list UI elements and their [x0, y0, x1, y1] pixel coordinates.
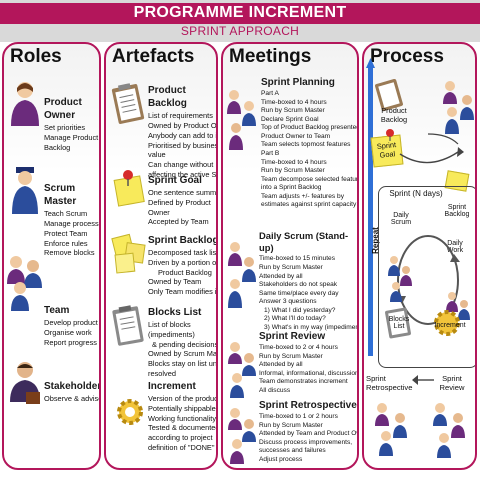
role-heading: Team: [44, 305, 70, 316]
role-team: Team Develop product Organise work Repor…: [44, 304, 99, 347]
artefact-increment: Increment Version of the product Potenti…: [148, 380, 216, 453]
retrospective-group-icon: [228, 408, 256, 464]
process-product-backlog: Product Backlog: [380, 106, 408, 124]
process-planning-people-icon: [443, 81, 474, 134]
banner-stripe: [0, 3, 480, 24]
artefacts-column: Artefacts Product Backlog List of requir…: [104, 42, 218, 470]
meeting-sprint-review: Sprint Review Time-boxed to 2 or 4 hours…: [259, 330, 357, 395]
repeat-arrow-icon: [366, 58, 375, 356]
review-group-icon: [228, 342, 256, 398]
artefact-heading: Product Backlog: [148, 85, 187, 110]
artefacts-title: Artefacts: [112, 46, 195, 67]
meeting-heading: Sprint Review: [259, 331, 326, 342]
header-banner: PROGRAMME INCREMENT SPRINT APPROACH: [0, 0, 480, 42]
role-stakeholders: Stakeholders Observe & advise: [44, 381, 101, 404]
process-sprint-backlog: Sprint Backlog: [444, 204, 470, 218]
process-clipboard-icon: [375, 78, 403, 112]
process-sprint-days: Sprint (N days): [389, 189, 443, 198]
artefact-sprint-backlog: Sprint Backlog Decomposed task list Driv…: [148, 234, 218, 297]
process-blocks-list: Blocks List: [388, 316, 410, 330]
process-blocks-clipboard-icon: [385, 307, 411, 339]
meeting-daily-scrum: Daily Scrum (Stand-up) Time-boxed to 15 …: [259, 230, 359, 331]
gear-icon: [117, 399, 143, 425]
stakeholder-person-icon: [10, 362, 40, 404]
sprint-cycle-icon: [388, 235, 470, 325]
meeting-heading: Daily Scrum (Stand-up): [259, 230, 349, 254]
planning-group-icon: [227, 90, 256, 150]
roles-column: Roles Product Owner Set priorities Manag…: [2, 42, 101, 470]
daily-scrum-group-icon: [228, 242, 256, 308]
role-scrum-master: Scrum Master Teach Scrum Manage process …: [44, 182, 99, 258]
pushpin-icon: [386, 129, 394, 141]
process-sprint-retrospective: Sprint Retrospective: [366, 374, 413, 392]
retrospective-people-icon: [375, 403, 407, 456]
artefact-product-backlog: Product Backlog List of requirements Own…: [148, 85, 218, 179]
review-to-retro-arrow-icon: [412, 375, 434, 385]
artefact-heading: Increment: [148, 381, 196, 392]
roles-title: Roles: [10, 46, 62, 67]
meeting-heading: Sprint Retrospective: [259, 400, 357, 411]
meeting-sprint-planning: Sprint Planning Part A Time-boxed to 4 h…: [261, 77, 359, 209]
process-column: Process Repeat Product Backlog Sprint Go…: [362, 42, 477, 470]
process-sprint-review: Sprint Review: [439, 374, 465, 392]
process-sprint-goal: Sprint Goal: [376, 140, 397, 160]
meeting-heading: Sprint Planning: [261, 77, 335, 88]
process-increment: Increment: [434, 322, 466, 329]
process-daily-work: Daily Work: [446, 240, 464, 254]
page-title: PROGRAMME INCREMENT: [133, 4, 347, 21]
blocks-list-clipboard-icon: [112, 305, 144, 346]
artefact-heading: Sprint Backlog: [148, 235, 218, 246]
role-heading: Product Owner: [44, 97, 82, 122]
scrum-master-person-icon: [12, 167, 38, 214]
review-people-icon: [433, 403, 465, 458]
role-heading: Scrum Master: [44, 183, 77, 208]
artefact-heading: Sprint Goal: [148, 175, 202, 186]
sprint-loop-box: [378, 186, 475, 368]
process-title: Process: [370, 46, 444, 67]
artefact-blocks-list: Blocks List List of blocks (impediments)…: [148, 306, 216, 379]
clipboard-icon: [111, 83, 145, 124]
meetings-column: Meetings Sprint Planning Part A Time-box…: [221, 42, 359, 470]
role-product-owner: Product Owner Set priorities Manage Prod…: [44, 96, 99, 153]
artefact-heading: Blocks List: [148, 307, 202, 318]
product-owner-person-icon: [11, 82, 39, 126]
role-heading: Stakeholders: [44, 381, 101, 392]
flow-arrow-icon: [399, 133, 464, 164]
page-subtitle: SPRINT APPROACH: [180, 24, 300, 38]
meeting-sprint-retrospective: Sprint Retrospective Time-boxed to 1 or …: [259, 399, 357, 464]
meetings-title: Meetings: [229, 46, 312, 67]
team-group-icon: [7, 256, 42, 311]
pushpin-note-icon: [113, 170, 145, 207]
process-daily-scrum: Daily Scrum: [390, 212, 412, 226]
sticky-notes-icon: [111, 233, 146, 274]
artefact-sprint-goal: Sprint Goal One sentence summary Defined…: [148, 174, 216, 227]
process-gear-icon: [434, 310, 460, 336]
